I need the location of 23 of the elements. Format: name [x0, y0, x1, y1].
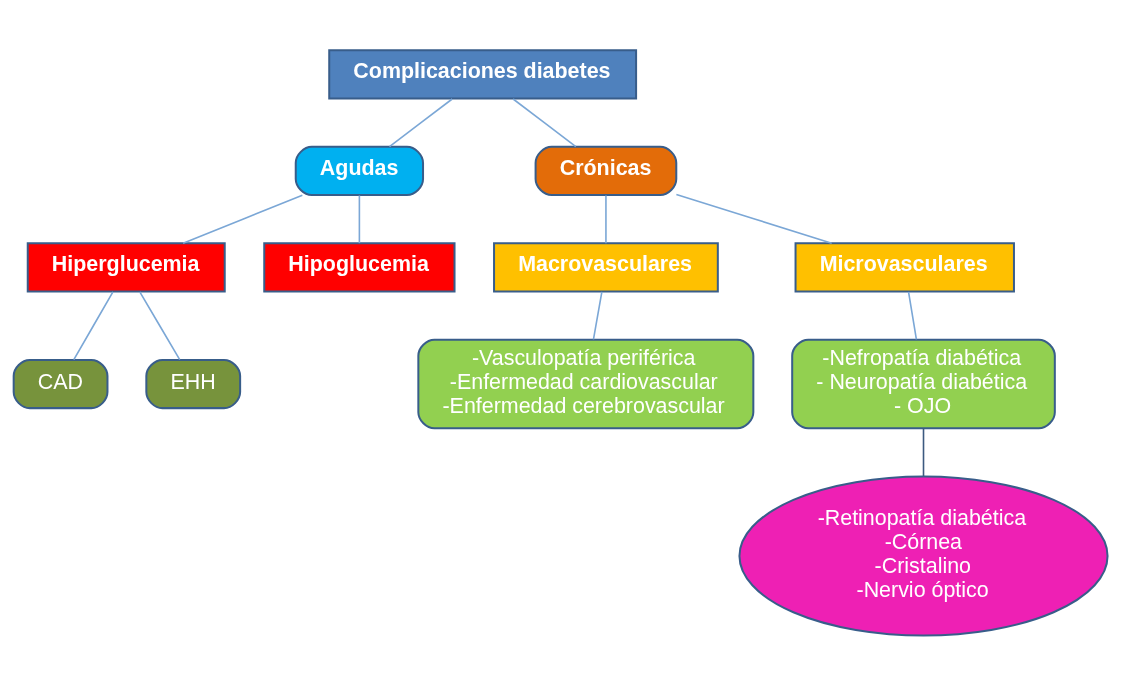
connector — [907, 291, 918, 341]
connector — [512, 98, 577, 148]
node-box: Agudas — [294, 145, 425, 197]
node-box: Microvasculares — [794, 242, 1015, 293]
node-box: Macrovasculares — [493, 242, 719, 293]
connector — [675, 193, 833, 244]
connector — [592, 291, 603, 341]
connector — [922, 427, 925, 477]
node-box: Crónicas — [534, 145, 678, 197]
node-ellipse: -Retinopatía diabética -Córnea -Cristalino -Nervio óptico — [738, 475, 1109, 637]
node-box: Hipoglucemia — [263, 242, 456, 293]
connector — [605, 194, 607, 244]
node-box: CAD — [12, 358, 109, 410]
node-box: -Vasculopatía periférica -Enfermedad cardiovascular -Enfermedad cerebrovascular — [417, 338, 755, 430]
node-box: Hiperglucemia — [26, 242, 226, 293]
connector — [73, 291, 114, 361]
connector — [388, 98, 453, 148]
connector — [182, 194, 304, 245]
node-box: Complicaciones diabetes — [328, 49, 638, 100]
connector — [358, 194, 361, 244]
connector — [139, 291, 181, 361]
node-box: -Nefropatía diabética - Neuropatía diabética - OJO — [791, 338, 1056, 430]
node-box: EHH — [145, 358, 242, 410]
